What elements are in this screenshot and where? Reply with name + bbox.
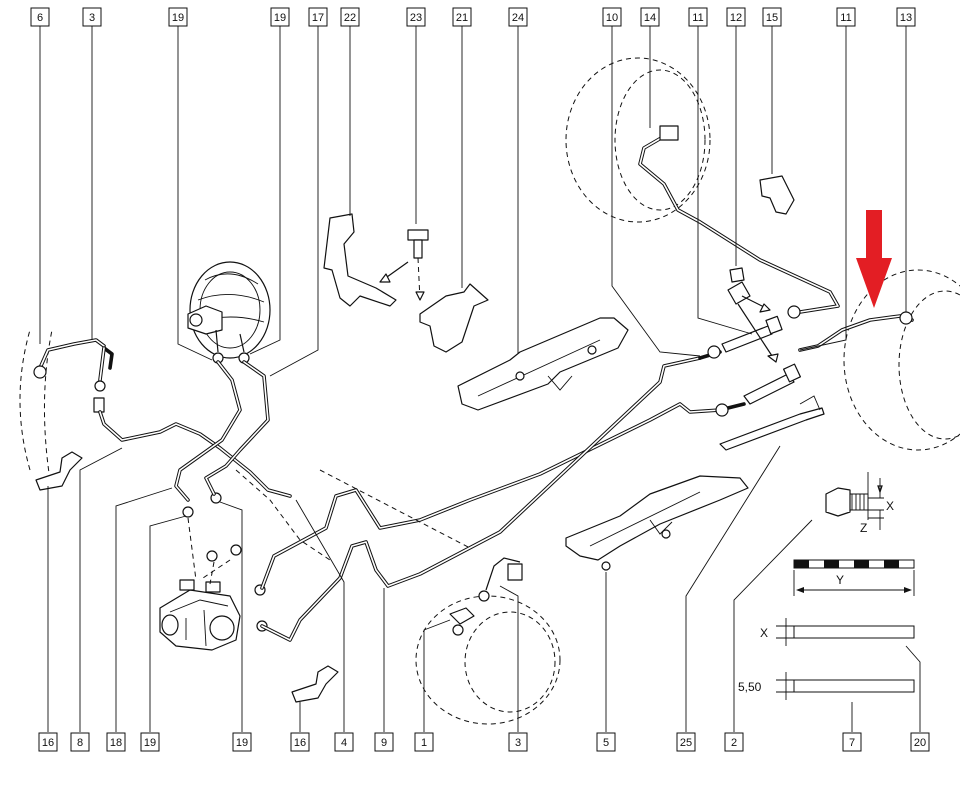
callout-number: 17 xyxy=(312,12,324,24)
fitting-dimension-z: Z xyxy=(860,521,867,535)
fitting-detail: X Z xyxy=(825,472,894,535)
callout-number: 11 xyxy=(692,12,703,24)
callout-box: 6 xyxy=(30,7,50,27)
callout-box: 11 xyxy=(688,7,708,27)
callout-box: 8 xyxy=(70,732,90,752)
callout-number: 19 xyxy=(236,737,248,749)
leader-lines xyxy=(39,26,921,732)
callout-number: 1 xyxy=(421,737,427,749)
callout-box: 17 xyxy=(308,7,328,27)
callout-number: 3 xyxy=(89,12,95,24)
callouts-top: 6 3 19 19 17 22 23 21 24 10 14 11 12 15 11 13 xyxy=(30,7,916,27)
gap-dimension-value: 5,50 xyxy=(738,680,762,694)
callout-box: 14 xyxy=(640,7,660,27)
callout-number: 19 xyxy=(274,12,286,24)
callout-number: 15 xyxy=(766,12,778,24)
callout-box: 16 xyxy=(290,732,310,752)
callout-box: 23 xyxy=(406,7,426,27)
callout-number: 19 xyxy=(144,737,156,749)
callout-number: 14 xyxy=(644,12,656,24)
brackets xyxy=(35,213,825,703)
callout-box: 3 xyxy=(508,732,528,752)
abs-unit xyxy=(159,492,268,651)
callout-number: 25 xyxy=(680,737,692,749)
callout-number: 21 xyxy=(456,12,468,24)
hoses-and-fittings xyxy=(707,175,801,417)
fitting-dimension-x: X xyxy=(886,499,894,513)
callout-box: 19 xyxy=(232,732,252,752)
scale-dimension-y: Y xyxy=(836,573,844,587)
callout-box: 9 xyxy=(374,732,394,752)
callout-number: 23 xyxy=(410,12,422,24)
callout-box: 1 xyxy=(414,732,434,752)
callout-number: 6 xyxy=(37,12,43,24)
callout-box: 21 xyxy=(452,7,472,27)
callout-number: 24 xyxy=(512,12,524,24)
wheel-outlines xyxy=(19,57,960,725)
callout-box: 22 xyxy=(340,7,360,27)
callout-number: 16 xyxy=(42,737,54,749)
callout-number: 10 xyxy=(606,12,618,24)
gap-detail: X 5,50 xyxy=(738,618,915,700)
callout-box: 11 xyxy=(836,7,856,27)
callout-box: 18 xyxy=(106,732,126,752)
brake-pipes xyxy=(33,125,914,642)
callout-box: 19 xyxy=(140,732,160,752)
callout-number: 4 xyxy=(341,737,347,749)
callout-box: 16 xyxy=(38,732,58,752)
callout-box: 15 xyxy=(762,7,782,27)
callout-box: 25 xyxy=(676,732,696,752)
callout-box: 7 xyxy=(842,732,862,752)
callout-box: 5 xyxy=(596,732,616,752)
callout-number: 7 xyxy=(849,737,855,749)
scale-detail: Y xyxy=(793,559,915,596)
callouts-bottom: 16 8 18 19 19 16 4 9 1 3 5 25 2 7 20 xyxy=(38,732,930,752)
callout-number: 16 xyxy=(294,737,306,749)
callout-box: 19 xyxy=(168,7,188,27)
callout-box: 10 xyxy=(602,7,622,27)
callout-box: 20 xyxy=(910,732,930,752)
callout-number: 12 xyxy=(730,12,742,24)
callout-box: 13 xyxy=(896,7,916,27)
gap-dimension-x: X xyxy=(760,626,768,640)
callout-number: 19 xyxy=(172,12,184,24)
callout-box: 2 xyxy=(724,732,744,752)
callout-number: 20 xyxy=(914,737,926,749)
callout-box: 19 xyxy=(270,7,290,27)
callout-number: 11 xyxy=(840,12,851,24)
callout-box: 4 xyxy=(334,732,354,752)
callout-number: 3 xyxy=(515,737,521,749)
brake-booster xyxy=(187,261,271,364)
callout-box: 24 xyxy=(508,7,528,27)
callout-number: 2 xyxy=(731,737,737,749)
callout-number: 18 xyxy=(110,737,122,749)
callout-box: 12 xyxy=(726,7,746,27)
callout-number: 9 xyxy=(381,737,387,749)
callout-number: 22 xyxy=(344,12,356,24)
red-arrow-marker xyxy=(856,210,892,308)
callout-box: 3 xyxy=(82,7,102,27)
callout-number: 5 xyxy=(603,737,609,749)
callout-number: 13 xyxy=(900,12,912,24)
callout-number: 8 xyxy=(77,737,83,749)
